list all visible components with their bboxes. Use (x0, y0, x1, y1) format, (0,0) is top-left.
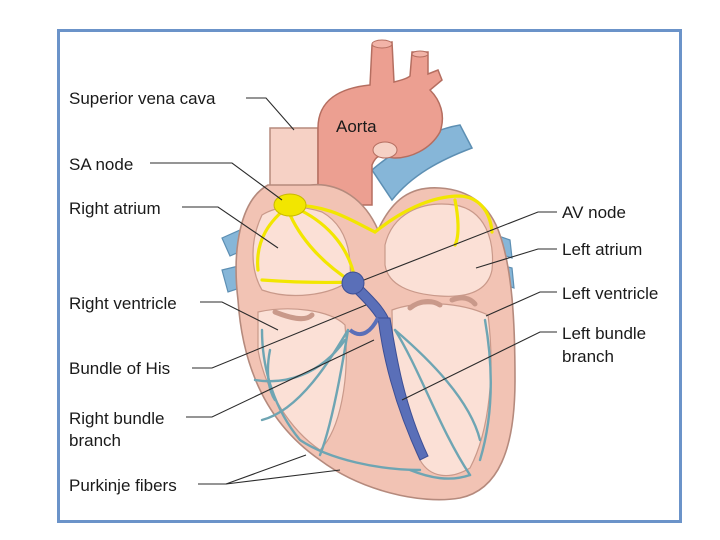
mitral-valve-2 (449, 295, 478, 307)
aorta-branch-1-opening (371, 39, 393, 49)
internodal-pathways (256, 194, 494, 284)
bundle-of-his-label: Bundle of His (69, 359, 170, 378)
superior-vena-cava-leader (246, 97, 295, 131)
left-ventricle-label: Left ventricle (562, 284, 658, 303)
left-atrium-leader (475, 248, 557, 269)
right-ventricle-leader (200, 301, 279, 331)
right-ventricle-chamber (257, 308, 347, 451)
av-node-shape (341, 271, 365, 295)
left-atrium-label: Left atrium (562, 240, 642, 259)
left-atrium-chamber (384, 203, 494, 297)
aorta-label: Aorta (336, 117, 377, 136)
right-bundle-branch-leader (186, 339, 375, 418)
mitral-valve (407, 299, 443, 311)
right-bundle-branch-shape (348, 317, 380, 337)
av-node-label: AV node (562, 203, 626, 222)
left-bundle-branch-label-line2: branch (562, 347, 614, 366)
right-atrium-label: Right atrium (69, 199, 161, 218)
right-bundle-branch-label-line2: branch (69, 431, 121, 450)
bundle-of-his-leader (192, 304, 367, 369)
left-bundle-branch-label-line1: Left bundle (562, 324, 646, 343)
left-ventricle-leader (485, 291, 557, 317)
superior-vena-cava-label: Superior vena cava (69, 89, 216, 108)
right-ventricle-label: Right ventricle (69, 294, 177, 313)
sa-node-label: SA node (69, 155, 133, 174)
purkinje-fibers-network (253, 318, 492, 480)
aorta-opening (372, 141, 398, 159)
right-bundle-branch-label-line1: Right bundle (69, 409, 164, 428)
purkinje-fibers-leader-1 (198, 454, 307, 485)
right-atrium-leader (182, 206, 279, 249)
aorta-shape (317, 41, 444, 206)
sa-node-leader (150, 162, 283, 201)
purkinje-fibers-label: Purkinje fibers (69, 476, 177, 495)
purkinje-fibers-leader-2 (225, 469, 341, 485)
aorta-branch-2-opening (411, 50, 429, 58)
left-bundle-branch-leader (401, 331, 557, 401)
av-node-leader (363, 211, 557, 281)
tricuspid-valve (272, 309, 315, 322)
diagram-frame (57, 29, 682, 523)
left-bundle-branch-shape (377, 317, 429, 461)
